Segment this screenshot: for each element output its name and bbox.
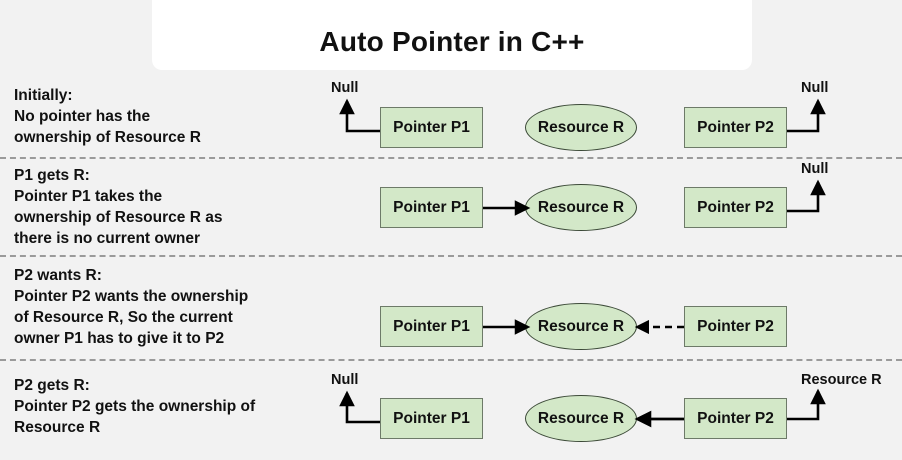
row-p2-gets-r-p1-null-label: Null — [331, 372, 359, 388]
row-p2-gets-r-description: P2 gets R: Pointer P2 gets the ownership… — [14, 377, 256, 436]
row-p1-gets-r-description: P1 gets R: Pointer P1 takes the ownershi… — [14, 167, 223, 247]
row-p1-gets-r-p2-null-arrow — [787, 179, 826, 213]
row-p2-wants-r-pointer-p2[interactable]: Pointer P2 — [684, 306, 787, 347]
row-p2-wants-r-description: P2 wants R: Pointer P2 wants the ownersh… — [14, 267, 249, 347]
row-initially-pointer-p2[interactable]: Pointer P2 — [684, 107, 787, 148]
row-p2-gets-r-resource-r[interactable]: Resource R — [525, 395, 637, 442]
page-title: Auto Pointer in C++ — [319, 26, 585, 57]
separator-1 — [0, 157, 902, 159]
row-p2-gets-r-p2-null-label: Resource R — [801, 372, 882, 388]
row-initially-pointer-p1[interactable]: Pointer P1 — [380, 107, 483, 148]
row-p2-gets-r-p2-null-arrow — [787, 388, 826, 421]
separator-2 — [0, 255, 902, 257]
row-initially-p1-null-label: Null — [331, 80, 359, 96]
row-initially-p1-null-arrow — [339, 98, 380, 133]
row-p2-gets-r-pointer-p1[interactable]: Pointer P1 — [380, 398, 483, 439]
row-p2-gets-r-pointer-p2[interactable]: Pointer P2 — [684, 398, 787, 439]
row-initially-p2-null-label: Null — [801, 80, 829, 96]
row-initially-resource-r[interactable]: Resource R — [525, 104, 637, 151]
row-initially-description: Initially: No pointer has the ownership … — [14, 87, 201, 146]
row-initially-p2-null-arrow — [787, 98, 826, 133]
row-p2-wants-r-pointer-p1[interactable]: Pointer P1 — [380, 306, 483, 347]
row-p2-wants-r-resource-r[interactable]: Resource R — [525, 303, 637, 350]
row-p1-gets-r-p2-null-label: Null — [801, 161, 829, 177]
row-p1-gets-r-pointer-p2[interactable]: Pointer P2 — [684, 187, 787, 228]
row-p2-gets-r-p1-null-arrow — [339, 390, 380, 424]
title-card: Auto Pointer in C++ — [152, 0, 752, 70]
row-p1-gets-r-resource-r[interactable]: Resource R — [525, 184, 637, 231]
row-p1-gets-r-pointer-p1[interactable]: Pointer P1 — [380, 187, 483, 228]
separator-3 — [0, 359, 902, 361]
